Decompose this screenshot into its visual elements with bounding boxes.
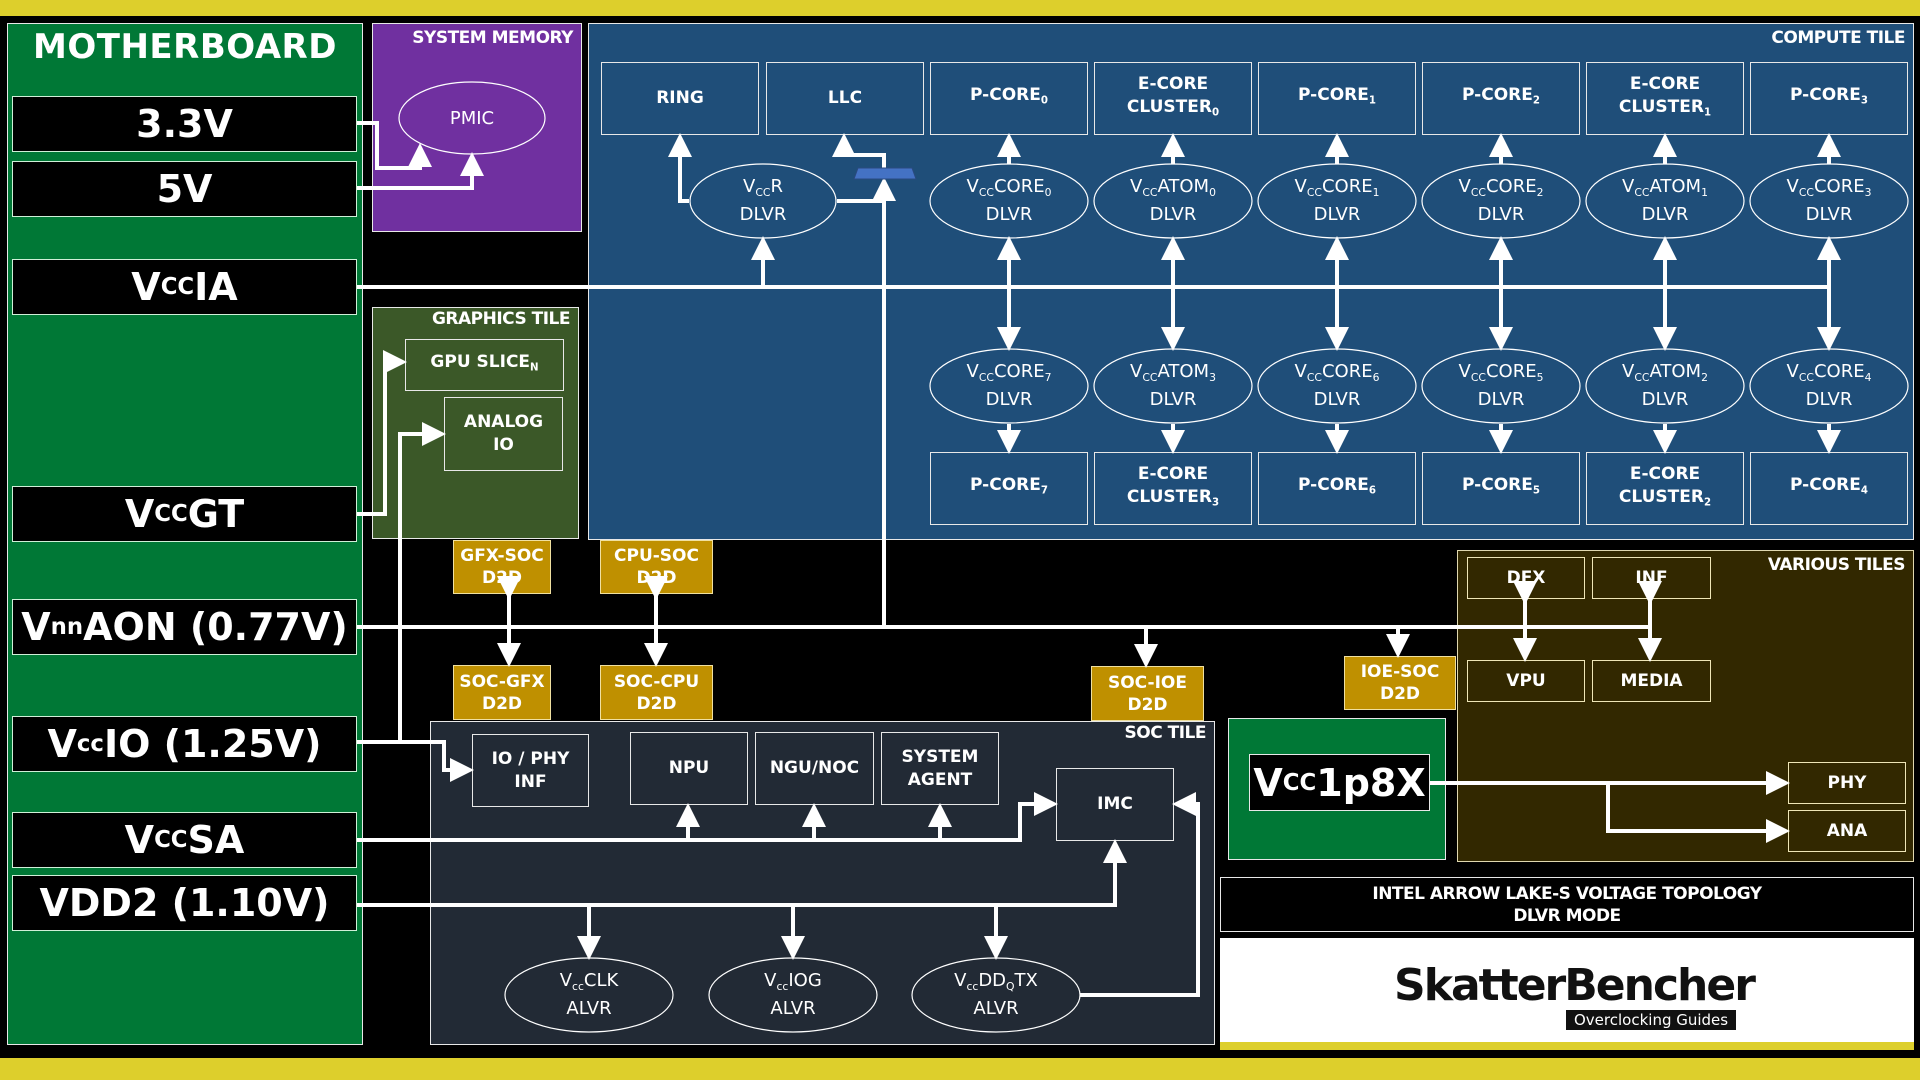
mux-icon: [853, 167, 917, 180]
wire-vccsa-imc: [357, 792, 1058, 842]
dlvr-bottom-outline: [1749, 348, 1909, 424]
dlvr-top-outline: [1421, 163, 1581, 239]
bottom-band: [0, 1058, 1920, 1080]
gpu-slice-block: GPU SLICEN: [405, 339, 564, 391]
rail-3v3: 3.3V: [12, 96, 357, 152]
wire-mux-llc: [832, 133, 886, 168]
system-memory-panel: SYSTEM MEMORY: [372, 23, 582, 232]
logo-tagline: Overclocking Guides: [1566, 1010, 1737, 1030]
rail-vdd2: VDD2 (1.10V): [12, 875, 357, 931]
wire-vdd2-imc: [357, 839, 1127, 907]
diagram-title: INTEL ARROW LAKE-S VOLTAGE TOPOLOGY: [1372, 883, 1762, 904]
logo-area: SkatterBencher Overclocking Guides: [1220, 938, 1914, 1050]
rail-5v: 5V: [12, 161, 357, 217]
wire-vccio-iophy: [400, 740, 474, 782]
dlvr-bottom-outline: [929, 348, 1089, 424]
dlvr-top-outline: [1257, 163, 1417, 239]
soc-tile-panel: SOC TILE: [430, 721, 1215, 1045]
dlvr-bottom-outline: [1257, 348, 1417, 424]
dlvr-bottom-outline: [1421, 348, 1581, 424]
diagram-title-box: INTEL ARROW LAKE-S VOLTAGE TOPOLOGY DLVR…: [1220, 877, 1914, 932]
wire-3v3: [357, 121, 432, 170]
wire-ddq-imc: [1080, 792, 1200, 997]
soc-tile-title: SOC TILE: [1124, 723, 1207, 743]
wire-vccio-analog: [357, 422, 446, 744]
vccr-outline: [689, 163, 837, 239]
various-tiles-title: VARIOUS TILES: [1767, 555, 1906, 575]
alvr-outline: [911, 957, 1081, 1033]
wire-5v: [357, 152, 484, 190]
dlvr-top-outline: [929, 163, 1089, 239]
analog-io-block: ANALOG IO: [444, 397, 563, 471]
graphics-tile-panel: GRAPHICS TILE: [372, 307, 579, 539]
wire-1p8x-ana: [1606, 783, 1790, 843]
dlvr-top-outline: [1749, 163, 1909, 239]
pmic-label: PMIC: [449, 107, 495, 129]
logo-name: SkatterBencher: [1394, 960, 1756, 1011]
dlvr-top-outline: [1093, 163, 1253, 239]
dlvr-bottom-outline: [1585, 348, 1745, 424]
wire-vccr-ring: [668, 133, 692, 203]
compute-tile-title: COMPUTE TILE: [1771, 28, 1905, 48]
alvr-outline: [708, 957, 878, 1033]
pmic-outline: [398, 81, 546, 155]
system-memory-title: SYSTEM MEMORY: [412, 28, 573, 48]
wire-vccgt-gpu: [357, 350, 407, 516]
motherboard-title: MOTHERBOARD: [33, 27, 337, 67]
alvr-outline: [504, 957, 674, 1033]
top-band: [0, 0, 1920, 16]
system-agent-block: SYSTEM AGENT: [881, 732, 999, 805]
diagram-subtitle: DLVR MODE: [1513, 905, 1621, 926]
dlvr-bottom-outline: [1093, 348, 1253, 424]
dlvr-top-outline: [1585, 163, 1745, 239]
pmic: PMIC: [398, 82, 546, 155]
graphics-tile-title: GRAPHICS TILE: [431, 309, 571, 329]
logo-underline: [1220, 1042, 1914, 1050]
